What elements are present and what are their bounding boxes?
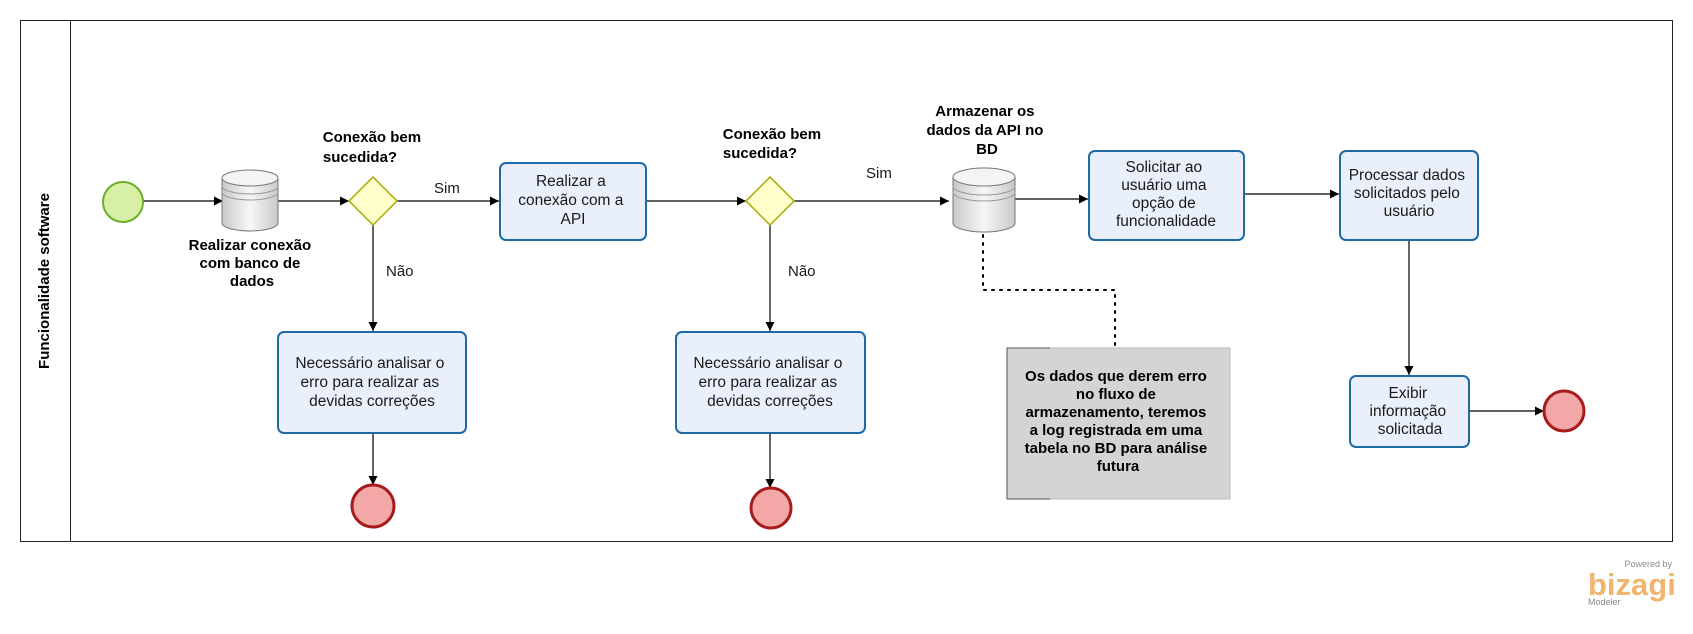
task-request-option[interactable] <box>1088 150 1245 241</box>
flow-label-yes-1: Sim <box>434 180 460 197</box>
data-store-store-api-data-label: Armazenar os dados da API no BD <box>926 103 1047 158</box>
task-process-data[interactable] <box>1339 150 1479 241</box>
end-event-3[interactable] <box>1542 389 1586 433</box>
task-analyze-error-2[interactable] <box>675 331 866 434</box>
modeler-text: Modeler <box>1588 597 1621 607</box>
task-analyze-error-1-label: Necessário analisar o erro para realizar… <box>295 355 448 410</box>
gateway-1-label: Conexão bem sucedida? <box>323 129 426 166</box>
task-analyze-error-1[interactable] <box>277 331 467 434</box>
end-event-2[interactable] <box>749 486 793 530</box>
gateway-connection-check-1[interactable] <box>347 175 399 227</box>
sequence-flows <box>143 189 1544 488</box>
gateway-connection-check-2[interactable] <box>744 175 796 227</box>
data-store-store-api-data[interactable] <box>952 167 1016 233</box>
task-process-data-label: Processar dados solicitados pelo usuário <box>1349 167 1470 220</box>
task-connect-api[interactable] <box>499 162 647 241</box>
bizagi-logo: bizagi <box>1588 567 1676 602</box>
pool-label: Funcionalidade software <box>36 193 53 369</box>
annotation-association <box>982 234 1116 348</box>
powered-by-text: Powered by <box>1624 559 1672 569</box>
flow-label-no-1: Não <box>386 263 414 280</box>
annotation-text: Os dados que derem erro no fluxo de arma… <box>1025 368 1212 475</box>
task-show-info-label: Exibir informação solicitada <box>1370 385 1451 438</box>
annotation-bracket <box>1006 347 1050 500</box>
gateway-2-label: Conexão bem sucedida? <box>723 126 826 162</box>
flow-label-yes-2: Sim <box>866 165 892 182</box>
task-request-option-label: Solicitar ao usuário uma opção de funcio… <box>1116 159 1216 230</box>
task-show-info[interactable] <box>1349 375 1470 448</box>
pool <box>20 20 1673 542</box>
text-annotation[interactable] <box>1006 347 1231 500</box>
data-store-db-connection[interactable] <box>221 169 279 232</box>
end-event-1[interactable] <box>350 483 396 529</box>
bizagi-branding: Powered by bizagi Modeler <box>1588 559 1676 607</box>
data-store-db-connection-label: Realizar conexão com banco de dados <box>189 237 316 290</box>
task-connect-api-label: Realizar a conexão com a API <box>518 173 627 228</box>
start-event[interactable] <box>102 181 144 223</box>
task-analyze-error-2-label: Necessário analisar o erro para realizar… <box>693 355 846 410</box>
flow-label-no-2: Não <box>788 263 816 280</box>
